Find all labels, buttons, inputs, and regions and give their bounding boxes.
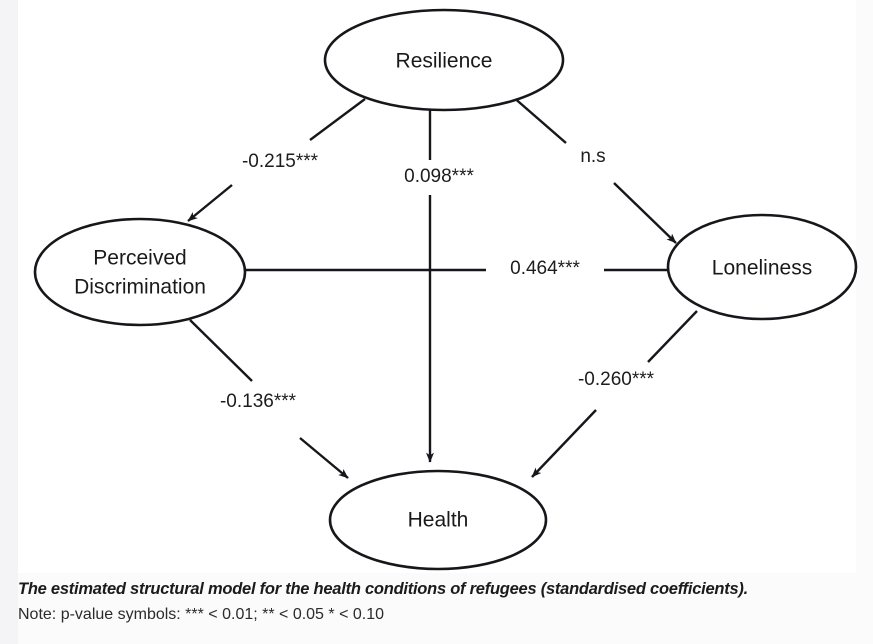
edge-label-resilience-to-discrimination: -0.215*** <box>242 151 319 172</box>
edge-discrimination-to-loneliness: 0.464*** <box>245 258 682 279</box>
node-health[interactable]: Health <box>328 469 548 571</box>
node-label-discrimination-line2: Discrimination <box>74 276 206 299</box>
node-ellipse <box>33 217 247 327</box>
edge-segment <box>189 319 253 382</box>
edge-segment-arrow <box>613 182 677 244</box>
figure-caption-title: The estimated structural model for the h… <box>18 580 748 598</box>
edge-segment <box>511 95 567 144</box>
page-gutter <box>0 0 18 644</box>
edge-label-discrimination-to-loneliness: 0.464*** <box>510 258 580 279</box>
edge-resilience-to-discrimination: -0.215*** <box>187 98 366 222</box>
edge-label-resilience-to-loneliness: n.s <box>580 146 605 167</box>
node-loneliness[interactable]: Loneliness <box>666 213 858 321</box>
node-perceived-discrimination[interactable]: Perceived Discrimination <box>33 217 247 327</box>
structural-model-diagram: -0.215*** 0.098*** n.s 0.464*** -0.136**… <box>33 8 858 571</box>
node-ellipse <box>328 469 548 571</box>
edge-segment-arrow <box>187 184 233 222</box>
edge-label-loneliness-to-health: -0.260*** <box>578 369 655 390</box>
edge-resilience-to-loneliness: n.s <box>511 95 677 244</box>
edge-discrimination-to-health: -0.136*** <box>189 319 349 479</box>
node-ellipse <box>323 8 565 112</box>
edge-label-resilience-to-health: 0.098*** <box>404 166 474 187</box>
edge-resilience-to-health: 0.098*** <box>404 110 474 463</box>
figure-caption-area: The estimated structural model for the h… <box>18 578 868 626</box>
edge-segment-arrow <box>531 409 597 478</box>
node-label-health: Health <box>408 509 469 532</box>
node-resilience[interactable]: Resilience <box>323 8 565 112</box>
edge-segment-arrow <box>299 437 349 479</box>
node-ellipse <box>666 213 858 321</box>
node-label-resilience: Resilience <box>396 50 493 73</box>
node-label-loneliness: Loneliness <box>712 257 812 280</box>
node-label-discrimination-line1: Perceived <box>93 247 186 270</box>
figure-caption-note: Note: p-value symbols: *** < 0.01; ** < … <box>18 606 384 623</box>
edge-segment <box>647 310 698 363</box>
edge-loneliness-to-health: -0.260*** <box>531 310 698 478</box>
edge-segment <box>309 98 366 141</box>
edge-label-discrimination-to-health: -0.136*** <box>220 391 297 412</box>
